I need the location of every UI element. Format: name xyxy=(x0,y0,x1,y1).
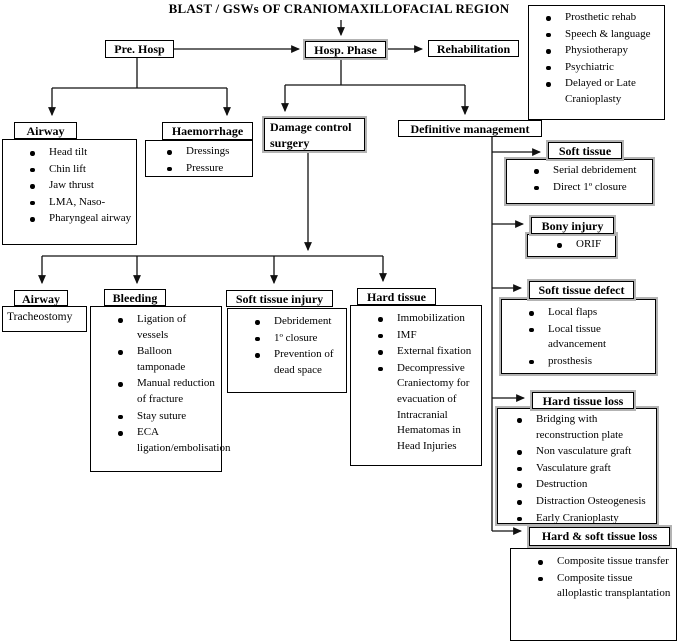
list-item: Pharyngeal airway xyxy=(27,211,134,227)
list-item: Jaw thrust xyxy=(27,178,134,194)
list-item: ORIF xyxy=(554,237,613,253)
list-item: Composite tissue transfer xyxy=(535,554,674,570)
hard-tissue-loss-list: Bridging with reconstruction plate Non v… xyxy=(497,408,657,524)
bleeding-list: Ligation of vessels Balloon tamponade Ma… xyxy=(90,306,231,472)
rehab-options-list: Prosthetic rehab Speech & language Physi… xyxy=(528,5,665,120)
list-item: Direct 1º closure xyxy=(531,180,650,196)
list-item: Ligation of vessels xyxy=(115,312,219,343)
list-item: Speech & language xyxy=(543,27,662,43)
list-item: IMF xyxy=(375,328,479,344)
list-item: Decompressive Craniectomy for evacuation… xyxy=(375,361,479,455)
list-item: Local tissue advancement xyxy=(526,322,653,353)
list-item: Serial debridement xyxy=(531,163,650,179)
list-item: Chin lift xyxy=(27,162,134,178)
node-airway-prehosp: Airway xyxy=(14,122,77,139)
list-item: Psychiatric xyxy=(543,60,662,76)
list-item: Local flaps xyxy=(526,305,653,321)
list-item: LMA, Naso- xyxy=(27,195,134,211)
node-bony-injury: Bony injury xyxy=(531,217,614,234)
list-item: Immobilization xyxy=(375,311,479,327)
list-item: Balloon tamponade xyxy=(115,344,219,375)
list-item: 1º closure xyxy=(252,331,344,347)
hard-soft-tissue-loss-list: Composite tissue transfer Composite tiss… xyxy=(510,548,677,641)
list-item: Non vasculature graft xyxy=(514,444,654,460)
list-item: External fixation xyxy=(375,344,479,360)
list-item: Prosthetic rehab xyxy=(543,10,662,26)
haemorrhage-list: Dressings Pressure xyxy=(145,140,253,177)
list-item: Composite tissue alloplastic transplanta… xyxy=(535,571,674,602)
node-soft-tissue-defect: Soft tissue defect xyxy=(529,281,634,299)
list-item: prosthesis xyxy=(526,354,653,370)
node-hard-soft-tissue-loss: Hard & soft tissue loss xyxy=(529,527,670,546)
soft-tissue-list: Serial debridement Direct 1º closure xyxy=(506,159,653,204)
node-pre-hosp: Pre. Hosp xyxy=(105,40,174,58)
soft-tissue-defect-list: Local flaps Local tissue advancement pro… xyxy=(501,299,656,374)
list-item: Vasculature graft xyxy=(514,461,654,477)
list-item: Manual reduction of fracture xyxy=(115,376,219,407)
list-item: Stay suture xyxy=(115,409,219,425)
list-item: Bridging with reconstruction plate xyxy=(514,412,654,443)
list-item: Physiotherapy xyxy=(543,43,662,59)
list-item: Early Cranioplasty xyxy=(514,511,654,527)
list-item: Pressure xyxy=(164,161,250,177)
list-item: Debridement xyxy=(252,314,344,330)
airway-hosp-content: Tracheostomy xyxy=(2,306,87,332)
list-item: Destruction xyxy=(514,477,654,493)
soft-tissue-injury-list: Debridement 1º closure Prevention of dea… xyxy=(227,308,347,393)
node-hard-tissue-loss: Hard tissue loss xyxy=(532,392,634,409)
node-soft-tissue: Soft tissue xyxy=(548,142,622,159)
node-rehabilitation: Rehabilitation xyxy=(428,40,519,57)
list-item: Prevention of dead space xyxy=(252,347,344,378)
node-haemorrhage: Haemorrhage xyxy=(162,122,253,140)
list-item: Head tilt xyxy=(27,145,134,161)
list-item: Delayed or Late Cranioplasty xyxy=(543,76,662,107)
node-soft-tissue-injury: Soft tissue injury xyxy=(226,290,333,307)
list-item: ECA ligation/embolisation xyxy=(115,425,231,456)
node-airway-hosp: Airway xyxy=(14,290,68,306)
hard-tissue-list: Immobilization IMF External fixation Dec… xyxy=(350,305,482,466)
bony-injury-list: ORIF xyxy=(527,234,616,257)
node-hard-tissue: Hard tissue xyxy=(357,288,436,305)
list-item: Distraction Osteogenesis xyxy=(514,494,654,510)
node-damage-control-surgery: Damage control surgery xyxy=(264,118,365,151)
node-bleeding: Bleeding xyxy=(104,289,166,306)
node-definitive-management: Definitive management xyxy=(398,120,542,137)
node-hosp-phase: Hosp. Phase xyxy=(305,41,386,58)
airway-prehosp-list: Head tilt Chin lift Jaw thrust LMA, Naso… xyxy=(2,139,137,245)
diagram-title: BLAST / GSWs OF CRANIOMAXILLOFACIAL REGI… xyxy=(168,1,510,16)
list-item: Dressings xyxy=(164,144,250,160)
